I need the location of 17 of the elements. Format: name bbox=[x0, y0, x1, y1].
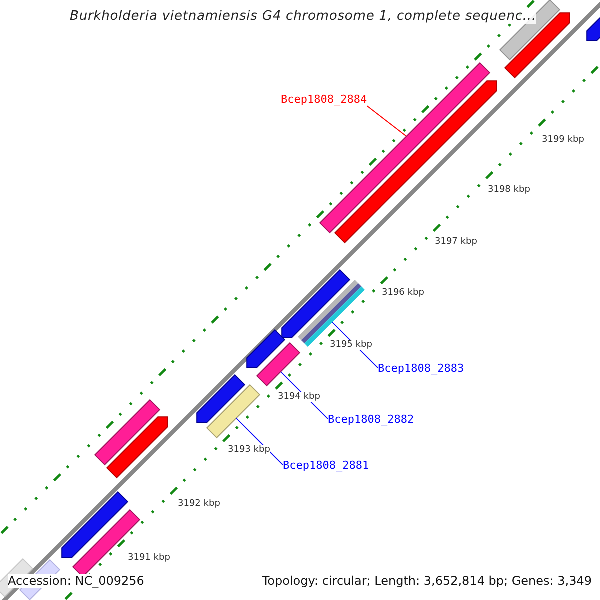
gene-label: Bcep1808_2882 bbox=[328, 413, 414, 426]
scale-label: 3191 kbp bbox=[128, 553, 170, 563]
gene-feature bbox=[206, 384, 261, 439]
footer-text: Topology: circular; Length: 3,652,814 bp; Genes: 3,349 bbox=[262, 574, 592, 588]
gene-feature bbox=[256, 342, 301, 387]
gene-label: Bcep1808_2883 bbox=[378, 362, 464, 375]
leader-line bbox=[236, 418, 284, 466]
gene-label: Bcep1808_2881 bbox=[283, 459, 370, 472]
scale-label: 3199 kbp bbox=[542, 135, 584, 145]
scale-label: 3198 kbp bbox=[488, 185, 530, 195]
scale-label: 3194 kbp bbox=[278, 392, 320, 402]
leader-line bbox=[366, 106, 408, 137]
gene-label: Bcep1808_2884 bbox=[281, 93, 368, 106]
scale-label: 3195 kbp bbox=[330, 340, 372, 350]
footer-text: Accession: NC_009256 bbox=[8, 574, 144, 588]
map-title: Burkholderia vietnamiensis G4 chromosome 1, complete sequenc... bbox=[70, 9, 536, 24]
scale-label: 3192 kbp bbox=[178, 499, 220, 509]
